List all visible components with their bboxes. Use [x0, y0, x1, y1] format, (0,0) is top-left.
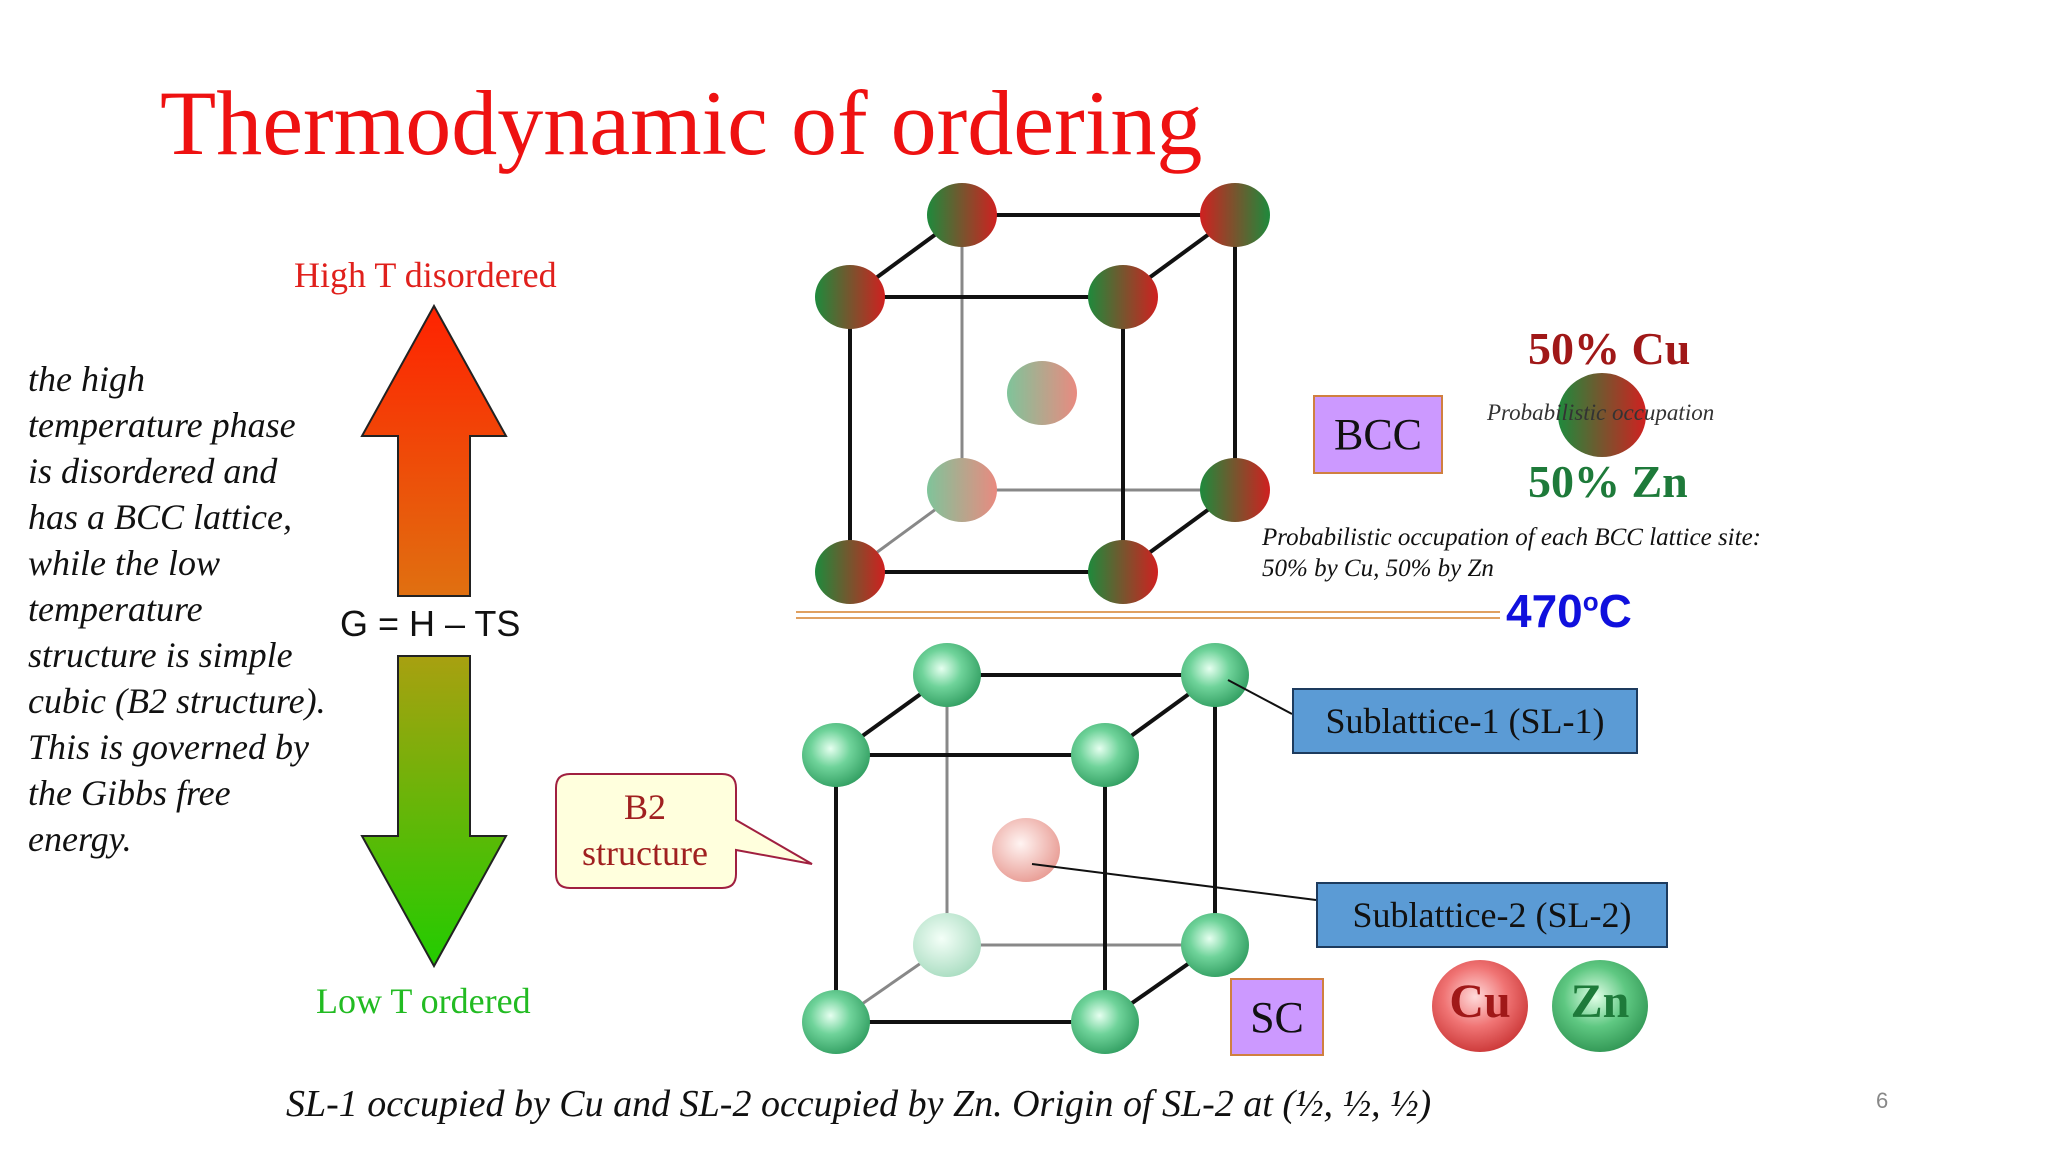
slide-caption: SL-1 occupied by Cu and SL-2 occupied by… — [286, 1083, 1432, 1125]
bcc-atom — [927, 183, 997, 247]
gibbs-equation: G = H – TS — [340, 603, 521, 644]
cu-fraction-label: 50% Cu — [1528, 323, 1691, 374]
b2-callout-text: B2 structure — [555, 784, 735, 876]
occupation-note: Probabilistic occupation of each BCC lat… — [1262, 522, 1761, 584]
probabilistic-occupation-label: Probabilistic occupation — [1487, 400, 1715, 425]
transition-temperature: 470oC — [1506, 584, 1632, 638]
temperature-degree: o — [1582, 586, 1599, 617]
zn-fraction-label: 50% Zn — [1528, 456, 1688, 507]
b2-atom — [1071, 723, 1139, 787]
b2-atom — [1181, 643, 1249, 707]
zn-atom-icon — [1552, 960, 1648, 1052]
b2-center-atom — [992, 818, 1060, 882]
page-number: 6 — [1876, 1088, 1889, 1113]
b2-atom — [913, 913, 981, 977]
cu-legend-label: Cu — [1449, 975, 1511, 1028]
description-text: the high temperature phase is disordered… — [28, 359, 326, 859]
bcc-atom — [815, 265, 885, 329]
bcc-atom — [815, 540, 885, 604]
high-temperature-label: High T disordered — [294, 255, 557, 295]
bcc-atom — [1007, 361, 1077, 425]
b2-callout-line1: B2 — [623, 787, 666, 827]
b2-callout-line2: structure — [582, 833, 708, 873]
sublattice1-box: Sublattice-1 (SL-1) — [1292, 688, 1638, 754]
bcc-atom — [927, 458, 997, 522]
bcc-cube — [815, 183, 1270, 604]
bcc-atom — [1200, 458, 1270, 522]
sc-label-box: SC — [1230, 978, 1324, 1056]
sublattice1-leader — [1227, 679, 1293, 715]
bcc-atom — [1088, 265, 1158, 329]
temperature-value: 470 — [1506, 585, 1583, 637]
zn-legend-label: Zn — [1570, 975, 1630, 1028]
down-arrow-icon — [360, 655, 508, 969]
sublattice2-leader — [1031, 863, 1317, 901]
occupation-note-line2: 50% by Cu, 50% by Zn — [1262, 555, 1494, 582]
up-arrow-icon — [360, 303, 508, 597]
b2-atom — [802, 723, 870, 787]
b2-atom — [913, 643, 981, 707]
b2-atom — [1071, 990, 1139, 1054]
low-temperature-label: Low T ordered — [316, 981, 531, 1021]
probabilistic-atom — [1558, 373, 1646, 457]
temperature-unit: C — [1598, 585, 1632, 637]
b2-callout-bubble — [555, 773, 813, 889]
b2-atom — [1181, 913, 1249, 977]
bcc-atom — [1088, 540, 1158, 604]
occupation-note-line1: Probabilistic occupation of each BCC lat… — [1262, 524, 1761, 551]
bcc-atom — [1200, 183, 1270, 247]
slide-title: Thermodynamic of ordering — [160, 72, 1203, 174]
cu-atom-icon — [1432, 960, 1528, 1052]
sublattice2-box: Sublattice-2 (SL-2) — [1316, 882, 1668, 948]
b2-cube — [802, 643, 1249, 1054]
bcc-label-box: BCC — [1313, 395, 1443, 474]
b2-atom — [802, 990, 870, 1054]
transition-line — [796, 611, 1500, 619]
